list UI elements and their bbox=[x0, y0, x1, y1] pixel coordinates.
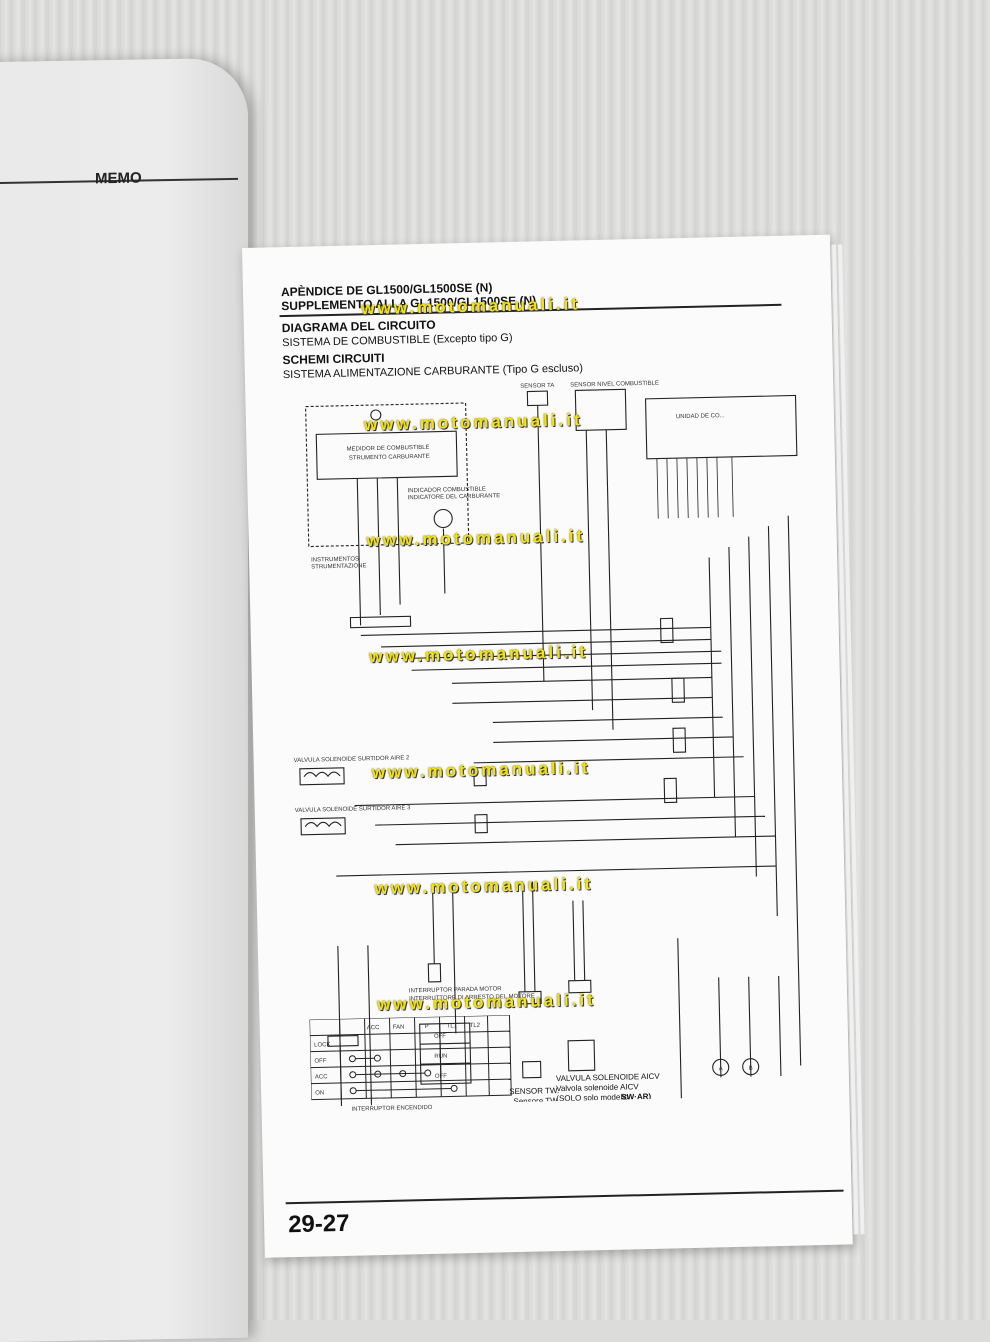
diagram-page: APÈNDICE DE GL1500/GL1500SE (N) SUPPLEME… bbox=[242, 235, 853, 1258]
svg-text:A: A bbox=[719, 1066, 723, 1072]
col-p: P bbox=[425, 1024, 429, 1030]
label-instruments-it: STRUMENTAZIONE bbox=[311, 563, 366, 570]
label-aicv-it: Valvola solenoide AICV bbox=[556, 1082, 639, 1093]
title-es: DIAGRAMA DEL CIRCUITO bbox=[282, 318, 436, 335]
svg-text:B: B bbox=[749, 1066, 753, 1072]
row-acc: ACC bbox=[315, 1074, 328, 1080]
row-on: ON bbox=[315, 1090, 324, 1096]
label-fuel-indicator-it: INDICATORE DEL CARBURANTE bbox=[408, 493, 501, 501]
fuel-indicator-icon bbox=[434, 509, 452, 527]
left-memo-page: MEMO bbox=[0, 58, 248, 1342]
ignition-switch-table: ACC FAN P TL1 TL2 LOCK OFF ACC ON INTERR… bbox=[310, 1015, 522, 1120]
label-ign-switch: INTERRUPTOR ENCENDIDO bbox=[352, 1105, 433, 1113]
label-ecu: UNIDAD DE CO... bbox=[676, 413, 725, 420]
label-fuel-gauge-it: STRUMENTO CARBURANTE bbox=[349, 454, 430, 462]
label-instruments: INSTRUMENTOS bbox=[311, 556, 359, 563]
col-tl2: TL2 bbox=[470, 1023, 481, 1029]
label-valve3: VALVULA SOLENOIDE SURTIDOR AIRE 3 bbox=[295, 805, 411, 814]
valve2-coil bbox=[304, 772, 340, 777]
label-model: SW·AR) bbox=[621, 1092, 651, 1102]
label-sensor-ta: SENSOR TA bbox=[520, 383, 554, 390]
row-lock: LOCK bbox=[314, 1042, 330, 1048]
valve3-coil bbox=[305, 822, 341, 827]
label-fuel-gauge: MEDIDOR DE COMBUSTIBLE bbox=[347, 445, 430, 453]
subtitle-es: SISTEMA DE COMBUSTIBLE (Excepto tipo G) bbox=[282, 332, 513, 349]
row-off: OFF bbox=[314, 1058, 326, 1064]
col-tl1: TL1 bbox=[447, 1023, 458, 1029]
col-fan: FAN bbox=[393, 1025, 405, 1031]
page-number: 29-27 bbox=[288, 1210, 350, 1239]
watermark: www.motomanuali.it bbox=[361, 294, 580, 319]
memo-title: MEMO bbox=[95, 170, 142, 188]
label-sensor-level: SENSOR NIVEL COMBUSTIBLE bbox=[570, 381, 659, 389]
col-acc: ACC bbox=[367, 1025, 380, 1031]
footer-rule bbox=[286, 1190, 844, 1205]
label-solo: (SOLO solo modello bbox=[556, 1092, 629, 1103]
title-it: SCHEMI CIRCUITI bbox=[282, 351, 384, 367]
label-aicv: VALVULA SOLENOIDE AICV bbox=[556, 1072, 661, 1083]
